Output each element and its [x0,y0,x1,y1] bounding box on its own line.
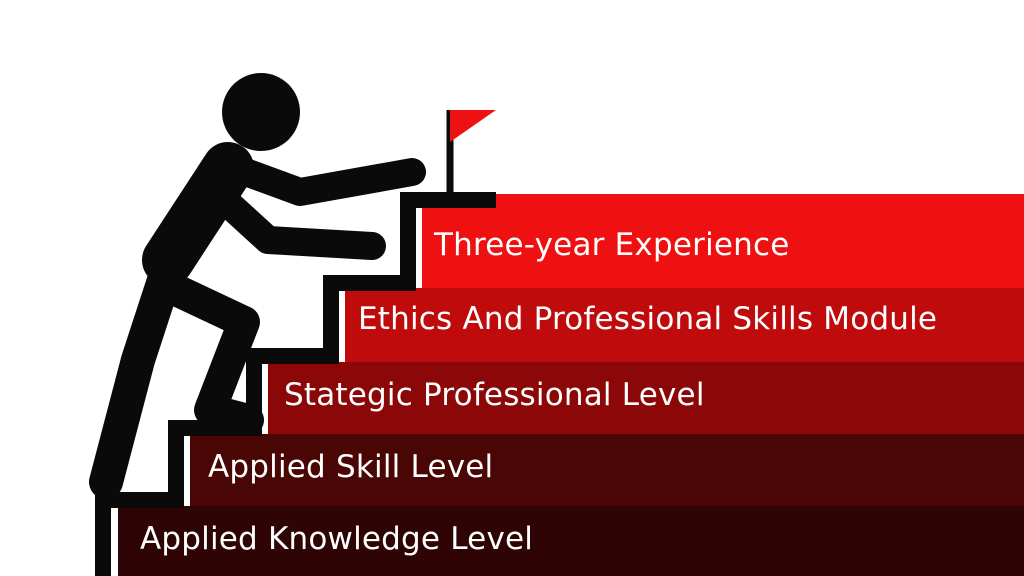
step-band-5 [422,194,1024,288]
step-band-2 [190,434,1024,506]
step-label-applied-knowledge: Applied Knowledge Level [140,521,534,557]
step-band-3 [268,362,1024,434]
flag-icon [446,110,496,194]
step-label-three-year-experience: Three-year Experience [434,227,790,263]
step-label-strategic-professional: Stategic Professional Level [284,377,705,413]
staircase-outline [95,192,496,576]
step-band-1 [118,506,1024,576]
stick-figure-icon [89,73,426,499]
step-label-ethics-module: Ethics And Professional Skills Module [358,301,938,337]
step-label-applied-skill: Applied Skill Level [208,449,494,485]
step-band-4 [345,288,1024,362]
